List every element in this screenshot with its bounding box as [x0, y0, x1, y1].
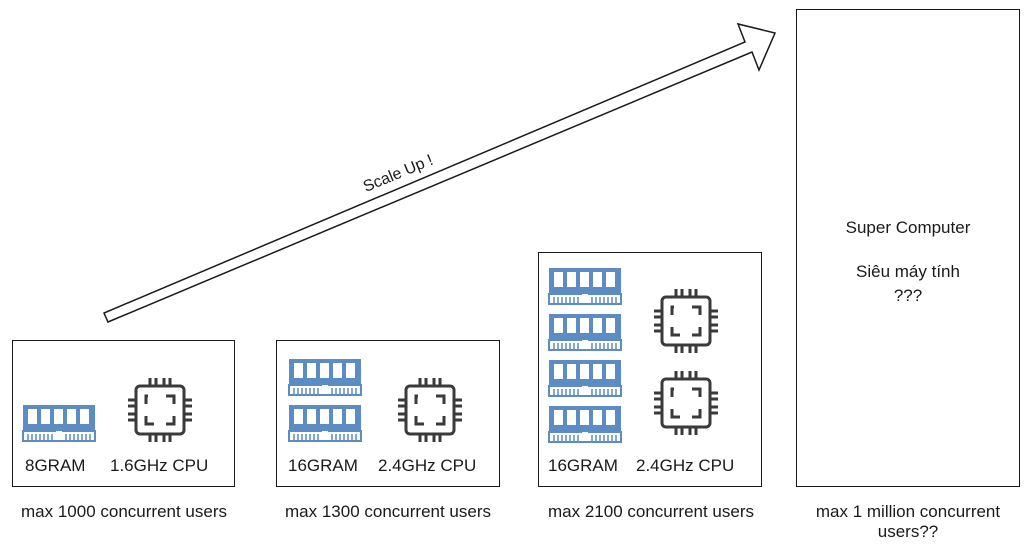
ram-module-icon — [548, 313, 622, 356]
server-caption: max 1000 concurrent users — [21, 502, 227, 521]
ram-module-icon — [288, 404, 362, 447]
ram-module-icon — [288, 358, 362, 401]
ram-module-icon — [548, 267, 622, 310]
super-computer-title: Super Computer — [845, 218, 971, 237]
ram-label: 16GRAM — [288, 456, 358, 475]
server-caption: max 1300 concurrent users — [285, 502, 491, 521]
cpu-chip-icon — [394, 374, 466, 451]
cpu-label: 2.4GHz CPU — [636, 456, 735, 475]
super-computer-unknown: ??? — [893, 286, 923, 305]
server-caption: max 2100 concurrent users — [548, 502, 754, 521]
super-computer-subtitle: Siêu máy tính — [856, 262, 960, 281]
ram-module-icon — [22, 404, 96, 447]
cpu-label: 2.4GHz CPU — [378, 456, 477, 475]
cpu-label: 1.6GHz CPU — [110, 456, 209, 475]
ram-label: 8GRAM — [25, 456, 86, 475]
ram-label: 16GRAM — [548, 456, 618, 475]
cpu-chip-icon — [650, 367, 722, 444]
cpu-chip-icon — [124, 374, 196, 451]
ram-module-icon — [548, 405, 622, 448]
super-computer-caption: max 1 million concurrent users?? — [815, 502, 1001, 541]
cpu-chip-icon — [650, 285, 722, 362]
ram-module-icon — [548, 359, 622, 402]
super-computer-box: Super Computer Siêu máy tính ??? — [796, 9, 1020, 487]
